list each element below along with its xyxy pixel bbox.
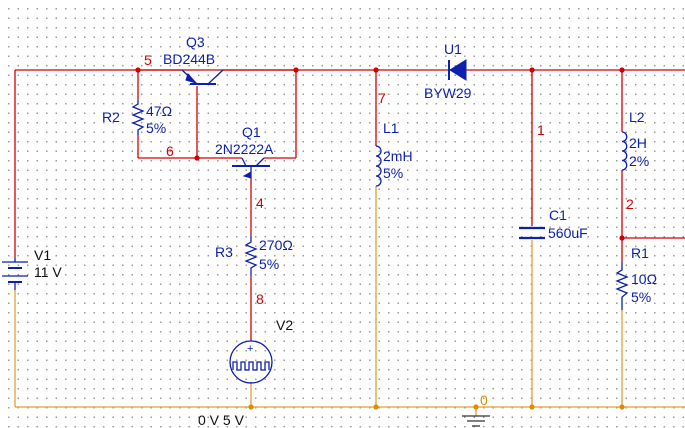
r3-ref: R3: [215, 244, 233, 260]
net-label-5: 5: [144, 52, 152, 68]
q3-value: BD244B: [163, 51, 215, 67]
q1-ref: Q1: [242, 124, 261, 140]
resistor-r1-symbol[interactable]: [615, 262, 629, 310]
r1-value: 10Ω: [631, 271, 657, 287]
v2-ref: V2: [276, 317, 293, 333]
c1-value: 560uF: [548, 225, 588, 241]
net-label-8: 8: [256, 291, 264, 307]
l1-value: 2mH: [383, 148, 413, 164]
l1-ref: L1: [383, 120, 399, 136]
junction-dots: [135, 67, 625, 410]
v2-value: 0 V 5 V: [198, 412, 245, 428]
u1-value: BYW29: [424, 85, 472, 101]
ground-symbol: [462, 415, 490, 427]
r2-value: 47Ω: [146, 103, 172, 119]
v1-ref: V1: [34, 247, 51, 263]
net-label-4: 4: [256, 195, 264, 211]
net-label-7: 7: [378, 90, 386, 106]
l1-tolerance: 5%: [383, 165, 403, 181]
r1-ref: R1: [631, 245, 649, 261]
r1-tolerance: 5%: [631, 289, 651, 305]
pulse-source-v2-symbol[interactable]: +: [229, 340, 273, 384]
capacitor-c1-symbol[interactable]: [519, 226, 545, 240]
resistor-r2-symbol[interactable]: [131, 100, 145, 135]
inductor-l2-symbol[interactable]: [621, 131, 628, 171]
ground-wires: [14, 186, 685, 416]
net-label-2: 2: [626, 196, 634, 212]
net-label-6: 6: [166, 143, 174, 159]
battery-v1-symbol[interactable]: [2, 258, 28, 290]
inductor-l1-symbol[interactable]: [375, 145, 382, 187]
net-label-0: 0: [480, 392, 488, 408]
r2-ref: R2: [102, 109, 120, 125]
transistor-q3-symbol[interactable]: [138, 69, 296, 85]
q1-value: 2N2222A: [215, 141, 274, 157]
net-label-1: 1: [537, 122, 545, 138]
svg-text:+: +: [247, 343, 253, 355]
q3-ref: Q3: [186, 34, 205, 50]
l2-value: 2H: [629, 135, 647, 151]
l2-ref: L2: [629, 109, 645, 125]
diode-u1-symbol[interactable]: [448, 59, 467, 81]
r2-tolerance: 5%: [146, 120, 166, 136]
r3-tolerance: 5%: [259, 256, 279, 272]
v1-value: 11 V: [34, 264, 62, 280]
supply-wires: [14, 69, 685, 340]
l2-tolerance: 2%: [629, 153, 649, 169]
transistor-q1-symbol[interactable]: [232, 157, 270, 179]
resistor-r3-symbol[interactable]: [244, 236, 258, 276]
u1-ref: U1: [444, 41, 462, 57]
c1-ref: C1: [549, 207, 567, 223]
r3-value: 270Ω: [259, 237, 293, 253]
